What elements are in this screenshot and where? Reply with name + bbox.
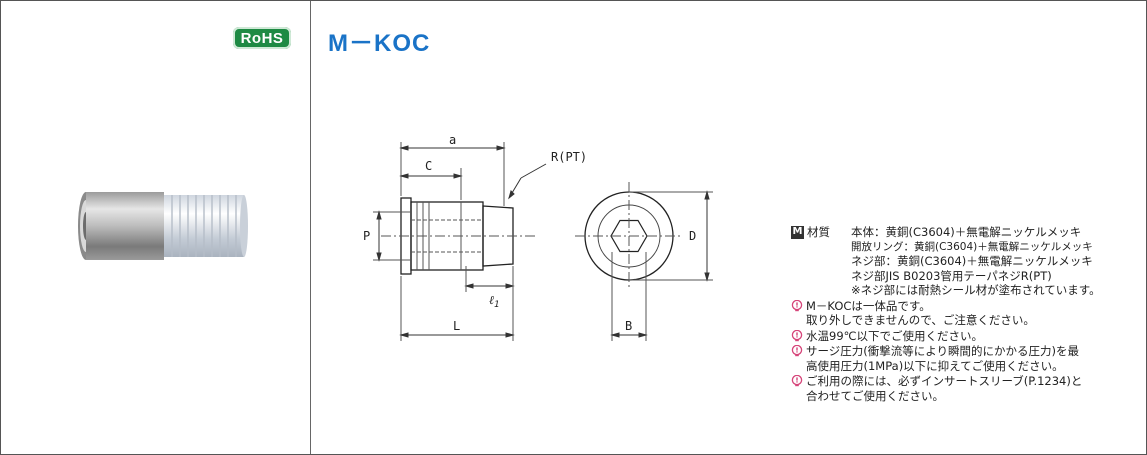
dim-label-l1: ℓ1: [489, 293, 499, 310]
note-line: M－KOCは一体品です。: [806, 298, 931, 313]
material-spec: M 材質 本体：黄銅(C3604)＋無電解ニッケルメッキ 開放リング：黄銅(C3…: [791, 225, 1143, 298]
note-item: 水温99℃以下でご使用ください。: [791, 329, 1143, 344]
dim-label-B: B: [625, 319, 632, 333]
note-item: ご利用の際には、必ずインサートスリーブ(P.1234)と 合わせてご使用ください…: [791, 374, 1143, 403]
material-line: 開放リング：黄銅(C3604)＋無電解ニッケルメッキ: [851, 240, 1093, 253]
note-line: 水温99℃以下でご使用ください。: [806, 328, 984, 343]
model-title: M－KOC: [328, 30, 431, 57]
material-line: ネジ部JIS B0203管用テーパネジR(PT): [851, 268, 1052, 283]
rohs-badge: RoHS: [233, 27, 291, 49]
exclamation-lightbulb-icon: [791, 375, 803, 387]
material-line: 本体：黄銅(C3604)＋無電解ニッケルメッキ: [851, 225, 1082, 239]
exclamation-lightbulb-icon: [791, 329, 803, 341]
product-photo: [78, 192, 248, 260]
material-line: ネジ部：黄銅(C3604)＋無電解ニッケルメッキ: [851, 254, 1093, 268]
note-line: ご利用の際には、必ずインサートスリーブ(P.1234)と: [806, 374, 1083, 388]
note-item: サージ圧力(衝撃流等により瞬間的にかかる圧力)を最 高使用圧力(1MPa)以下に…: [791, 344, 1143, 373]
fitting-thread: [482, 205, 514, 267]
dim-label-a: a: [449, 136, 456, 147]
material-line: ※ネジ部には耐熱シール材が塗布されています。: [851, 283, 1101, 297]
material-label: 材質: [807, 225, 830, 239]
spec-notes: M 材質 本体：黄銅(C3604)＋無電解ニッケルメッキ 開放リング：黄銅(C3…: [791, 225, 1143, 403]
dim-label-R: R(PT): [551, 150, 587, 164]
exclamation-lightbulb-icon: [791, 345, 803, 357]
exclamation-lightbulb-icon: [791, 299, 803, 311]
note-line: 取り外しできませんので、ご注意ください。: [806, 313, 1035, 327]
dim-label-P: P: [363, 229, 370, 243]
dim-label-L: L: [453, 319, 460, 333]
technical-drawing: a C R(PT) P ℓ1 L: [363, 136, 713, 341]
note-item: M－KOCは一体品です。 取り外しできませんので、ご注意ください。: [791, 299, 1143, 328]
material-mark-icon: M: [791, 226, 804, 239]
dim-label-D: D: [689, 229, 696, 243]
dim-label-C: C: [425, 159, 432, 173]
column-divider: [310, 1, 311, 454]
material-lines: 本体：黄銅(C3604)＋無電解ニッケルメッキ 開放リング：黄銅(C3604)＋…: [851, 225, 1143, 298]
note-line: サージ圧力(衝撃流等により瞬間的にかかる圧力)を最: [806, 344, 1080, 358]
rohs-badge-label: RoHS: [240, 29, 284, 47]
note-line: 合わせてご使用ください。: [806, 388, 944, 403]
note-line: 高使用圧力(1MPa)以下に抑えてご使用ください。: [806, 358, 1064, 373]
